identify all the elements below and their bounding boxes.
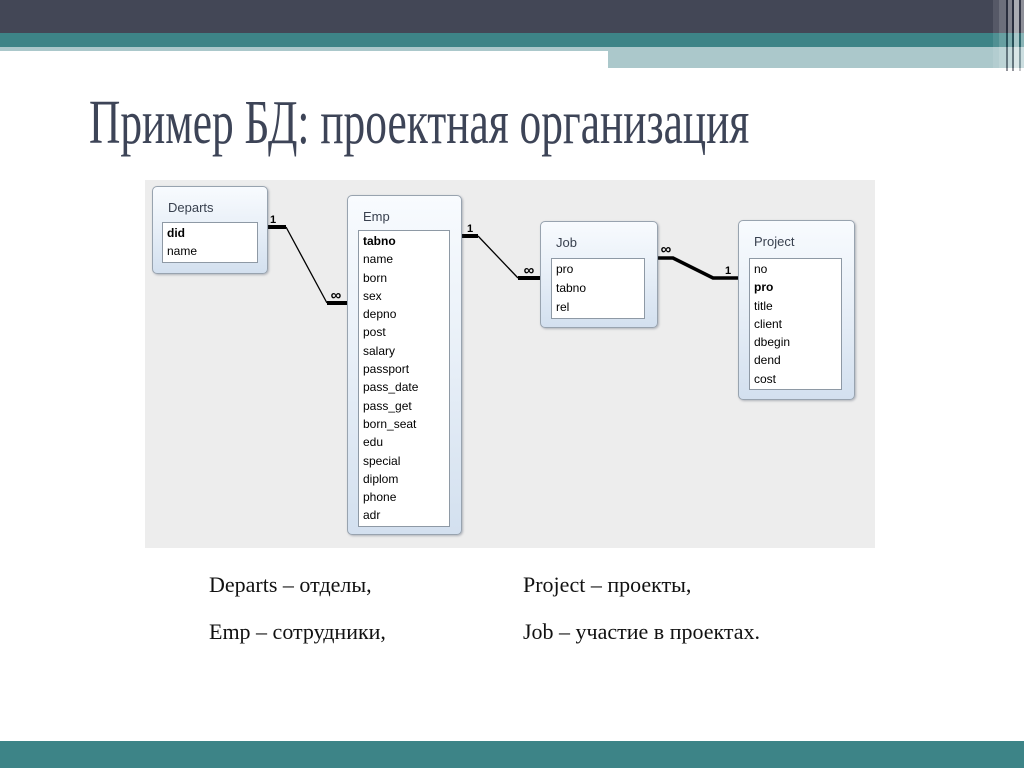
diagram-panel: 1 ∞ 1 ∞ ∞ 1 Departs did name Emp tabn [145, 180, 875, 548]
field-list: did name [162, 222, 258, 263]
field-list: tabno name born sex depno post salary pa… [358, 230, 450, 527]
cardinality-label: ∞ [661, 241, 672, 258]
table-emp: Emp tabno name born sex depno post salar… [347, 195, 462, 535]
note-job: Job – участие в проектах. [523, 619, 761, 644]
field-diplom: diplom [363, 471, 399, 486]
field-passport: passport [363, 362, 410, 377]
field-sex: sex [363, 288, 382, 303]
field-name: name [167, 244, 198, 259]
slide-title: Пример БД: проектная организация [89, 89, 750, 157]
table-departs: Departs did name [152, 186, 268, 274]
note-project: Project – проекты, [523, 572, 692, 597]
note-departs: Departs – отделы, [209, 572, 372, 597]
field-cost: cost [754, 371, 777, 386]
edge-stripe [1014, 0, 1019, 71]
table-job: Job pro tabno rel [540, 221, 658, 328]
field-phone: phone [363, 490, 397, 505]
edge-stripe [993, 0, 999, 71]
field-client: client [754, 316, 783, 331]
cardinality-label: 1 [467, 223, 473, 235]
field-no: no [754, 262, 768, 276]
note-emp: Emp – сотрудники, [209, 619, 386, 644]
table-title: Emp [363, 209, 390, 224]
relationship-line [477, 235, 519, 279]
cardinality-label: ∞ [331, 287, 342, 304]
edge-stripe [1006, 0, 1008, 71]
field-special: special [363, 453, 401, 468]
cardinality-label: ∞ [524, 262, 535, 279]
field-depno: depno [363, 307, 397, 322]
field-name: name [363, 252, 394, 267]
cardinality-label: 1 [270, 214, 276, 226]
field-salary: salary [363, 343, 396, 358]
field-pass-date: pass_date [363, 380, 419, 395]
table-title: Job [556, 235, 577, 250]
field-adr: adr [363, 508, 381, 523]
field-list: no pro title client dbegin dend cost [749, 258, 842, 391]
relationship-lines: 1 ∞ 1 ∞ ∞ 1 [266, 214, 738, 305]
edge-stripe [1021, 0, 1024, 71]
header-bar [0, 0, 1024, 33]
field-title: title [754, 298, 773, 313]
edge-stripe [1008, 0, 1012, 71]
field-rel: rel [556, 300, 570, 314]
edge-stripe [1012, 0, 1014, 71]
edge-stripe [1019, 0, 1021, 71]
field-born-seat: born_seat [363, 416, 417, 431]
light-teal-strip [0, 47, 608, 51]
field-pro: pro [754, 280, 774, 295]
field-list: pro tabno rel [551, 258, 645, 319]
cardinality-label: 1 [725, 265, 731, 277]
light-teal-block [608, 47, 1024, 68]
field-dend: dend [754, 353, 781, 368]
field-pass-get: pass_get [363, 398, 412, 413]
field-tabno: tabno [556, 281, 587, 295]
field-tabno: tabno [363, 234, 396, 248]
footer-bar [0, 741, 1024, 768]
teal-stripe [0, 33, 1024, 47]
relationship-line [285, 226, 328, 304]
edge-stripe [999, 0, 1006, 71]
field-edu: edu [363, 435, 384, 450]
table-title: Project [754, 234, 795, 249]
field-dbegin: dbegin [754, 335, 791, 350]
table-title: Departs [168, 200, 214, 215]
field-did: did [167, 226, 185, 240]
field-pro: pro [556, 262, 574, 276]
field-post: post [363, 325, 386, 340]
edge-stripes [990, 0, 1024, 71]
field-born: born [363, 270, 388, 285]
table-project: Project no pro title client dbegin dend … [738, 220, 855, 400]
relationship-line [656, 256, 738, 280]
